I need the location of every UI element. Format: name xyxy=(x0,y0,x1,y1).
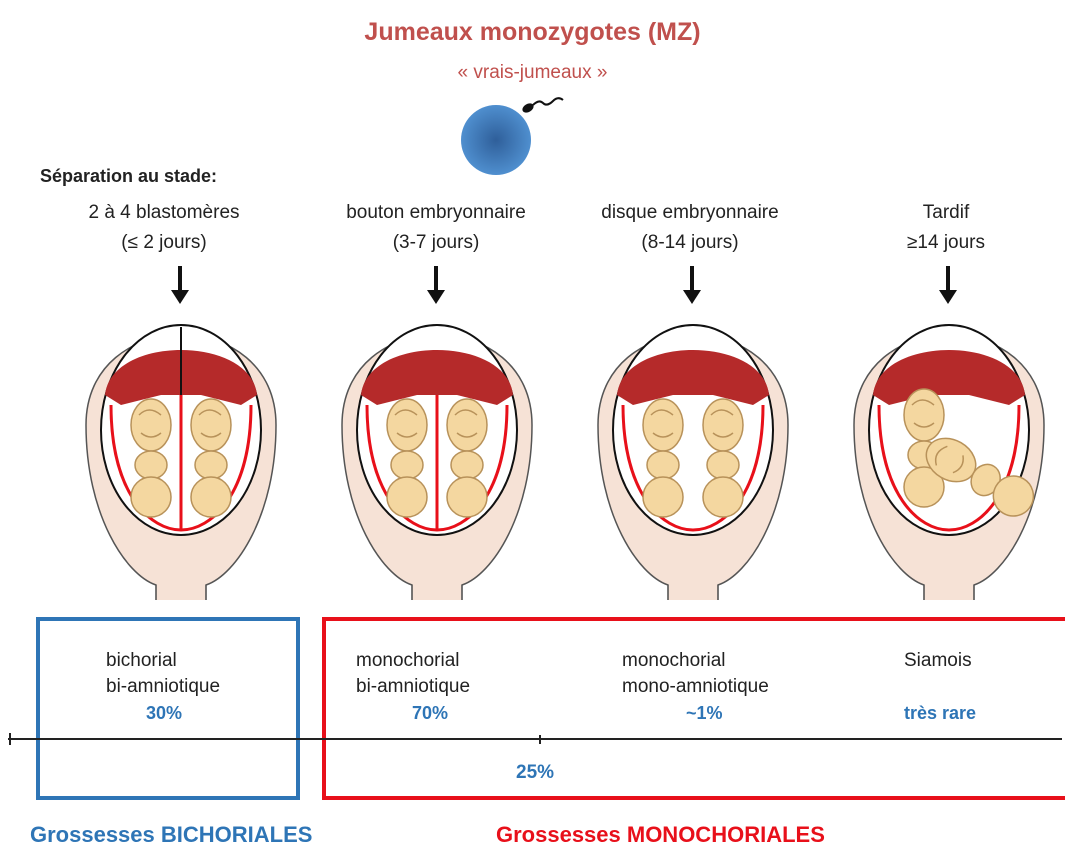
category-2: monochorial bi-amniotique 70% xyxy=(356,648,470,726)
uterus-1 xyxy=(86,325,276,600)
egg-sperm-illustration xyxy=(440,78,580,178)
footer-bichorial: Grossesses BICHORIALES xyxy=(30,822,312,848)
uterus-illustrations xyxy=(0,305,1065,600)
arrow-down-icon xyxy=(683,266,701,304)
category-4-line2 xyxy=(904,674,976,700)
category-4: Siamois très rare xyxy=(904,648,976,726)
sperm-head xyxy=(521,102,535,115)
page-title: Jumeaux monozygotes (MZ) xyxy=(0,18,1065,47)
arrow-down-icon xyxy=(939,266,957,304)
stage-1-line2: (≤ 2 jours) xyxy=(44,228,284,258)
category-2-line1: monochorial xyxy=(356,648,470,674)
category-3-line1: monochorial xyxy=(622,648,769,674)
category-1-line2: bi-amniotique xyxy=(106,674,220,700)
uterus-2 xyxy=(342,325,532,600)
category-3-line2: mono-amniotique xyxy=(622,674,769,700)
stage-2-line1: bouton embryonnaire xyxy=(316,198,556,228)
category-1-line1: bichorial xyxy=(106,648,220,674)
stage-1-line1: 2 à 4 blastomères xyxy=(44,198,284,228)
category-2-pct: 70% xyxy=(356,700,470,726)
stage-4-line1: Tardif xyxy=(826,198,1065,228)
uterus-3 xyxy=(598,325,788,600)
stage-3: disque embryonnaire (8-14 jours) xyxy=(570,198,810,258)
stage-2: bouton embryonnaire (3-7 jours) xyxy=(316,198,556,258)
uterus-4 xyxy=(854,325,1044,600)
stage-4: Tardif ≥14 jours xyxy=(826,198,1065,258)
timeline-pct: 25% xyxy=(516,762,554,784)
stage-3-line1: disque embryonnaire xyxy=(570,198,810,228)
stage-2-line2: (3-7 jours) xyxy=(316,228,556,258)
category-2-line2: bi-amniotique xyxy=(356,674,470,700)
sperm-tail xyxy=(533,98,563,105)
category-3-pct: ~1% xyxy=(622,700,769,726)
arrow-down-icon xyxy=(427,266,445,304)
egg-icon xyxy=(461,105,531,175)
category-4-pct: très rare xyxy=(904,700,976,726)
timeline xyxy=(0,730,1065,750)
stage-4-line2: ≥14 jours xyxy=(826,228,1065,258)
footer-monochorial: Grossesses MONOCHORIALES xyxy=(496,822,825,848)
stage-3-line2: (8-14 jours) xyxy=(570,228,810,258)
arrow-down-icon xyxy=(171,266,189,304)
category-3: monochorial mono-amniotique ~1% xyxy=(622,648,769,726)
category-4-line1: Siamois xyxy=(904,648,976,674)
stage-1: 2 à 4 blastomères (≤ 2 jours) xyxy=(44,198,284,258)
category-1: bichorial bi-amniotique 30% xyxy=(106,648,220,726)
category-1-pct: 30% xyxy=(106,700,220,726)
separation-label: Séparation au stade: xyxy=(40,166,217,187)
